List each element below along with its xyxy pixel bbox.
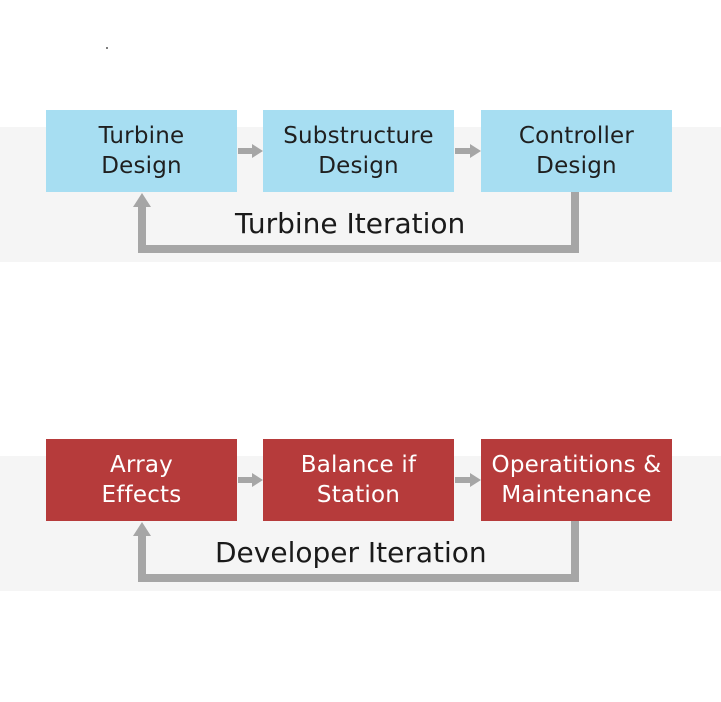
- balance-of-station-box: Balance if Station: [263, 439, 454, 521]
- operations-maintenance-label: Operatitions & Maintenance: [491, 452, 662, 508]
- substructure-design-box: Substructure Design: [263, 110, 454, 192]
- turbine-iteration-label: Turbine Iteration: [235, 207, 466, 240]
- arrow-turbine-to-substructure: [238, 144, 263, 158]
- arrow-developer-feedback-loop: [133, 521, 579, 582]
- operations-maintenance-box: Operatitions & Maintenance: [481, 439, 672, 521]
- arrow-balance-to-operations: [455, 473, 481, 487]
- stray-dot: [106, 47, 108, 49]
- substructure-design-label: Substructure Design: [283, 123, 434, 179]
- controller-design-box: Controller Design: [481, 110, 672, 192]
- turbine-design-label: Turbine Design: [98, 123, 185, 179]
- arrow-turbine-feedback-loop: [133, 192, 579, 253]
- turbine-design-box: Turbine Design: [46, 110, 237, 192]
- arrow-array-to-balance: [238, 473, 263, 487]
- balance-of-station-label: Balance if Station: [300, 452, 417, 508]
- developer-iteration-label: Developer Iteration: [215, 536, 487, 569]
- arrow-substructure-to-controller: [455, 144, 481, 158]
- array-effects-box: Array Effects: [46, 439, 237, 521]
- array-effects-label: Array Effects: [101, 452, 182, 508]
- controller-design-label: Controller Design: [518, 123, 635, 179]
